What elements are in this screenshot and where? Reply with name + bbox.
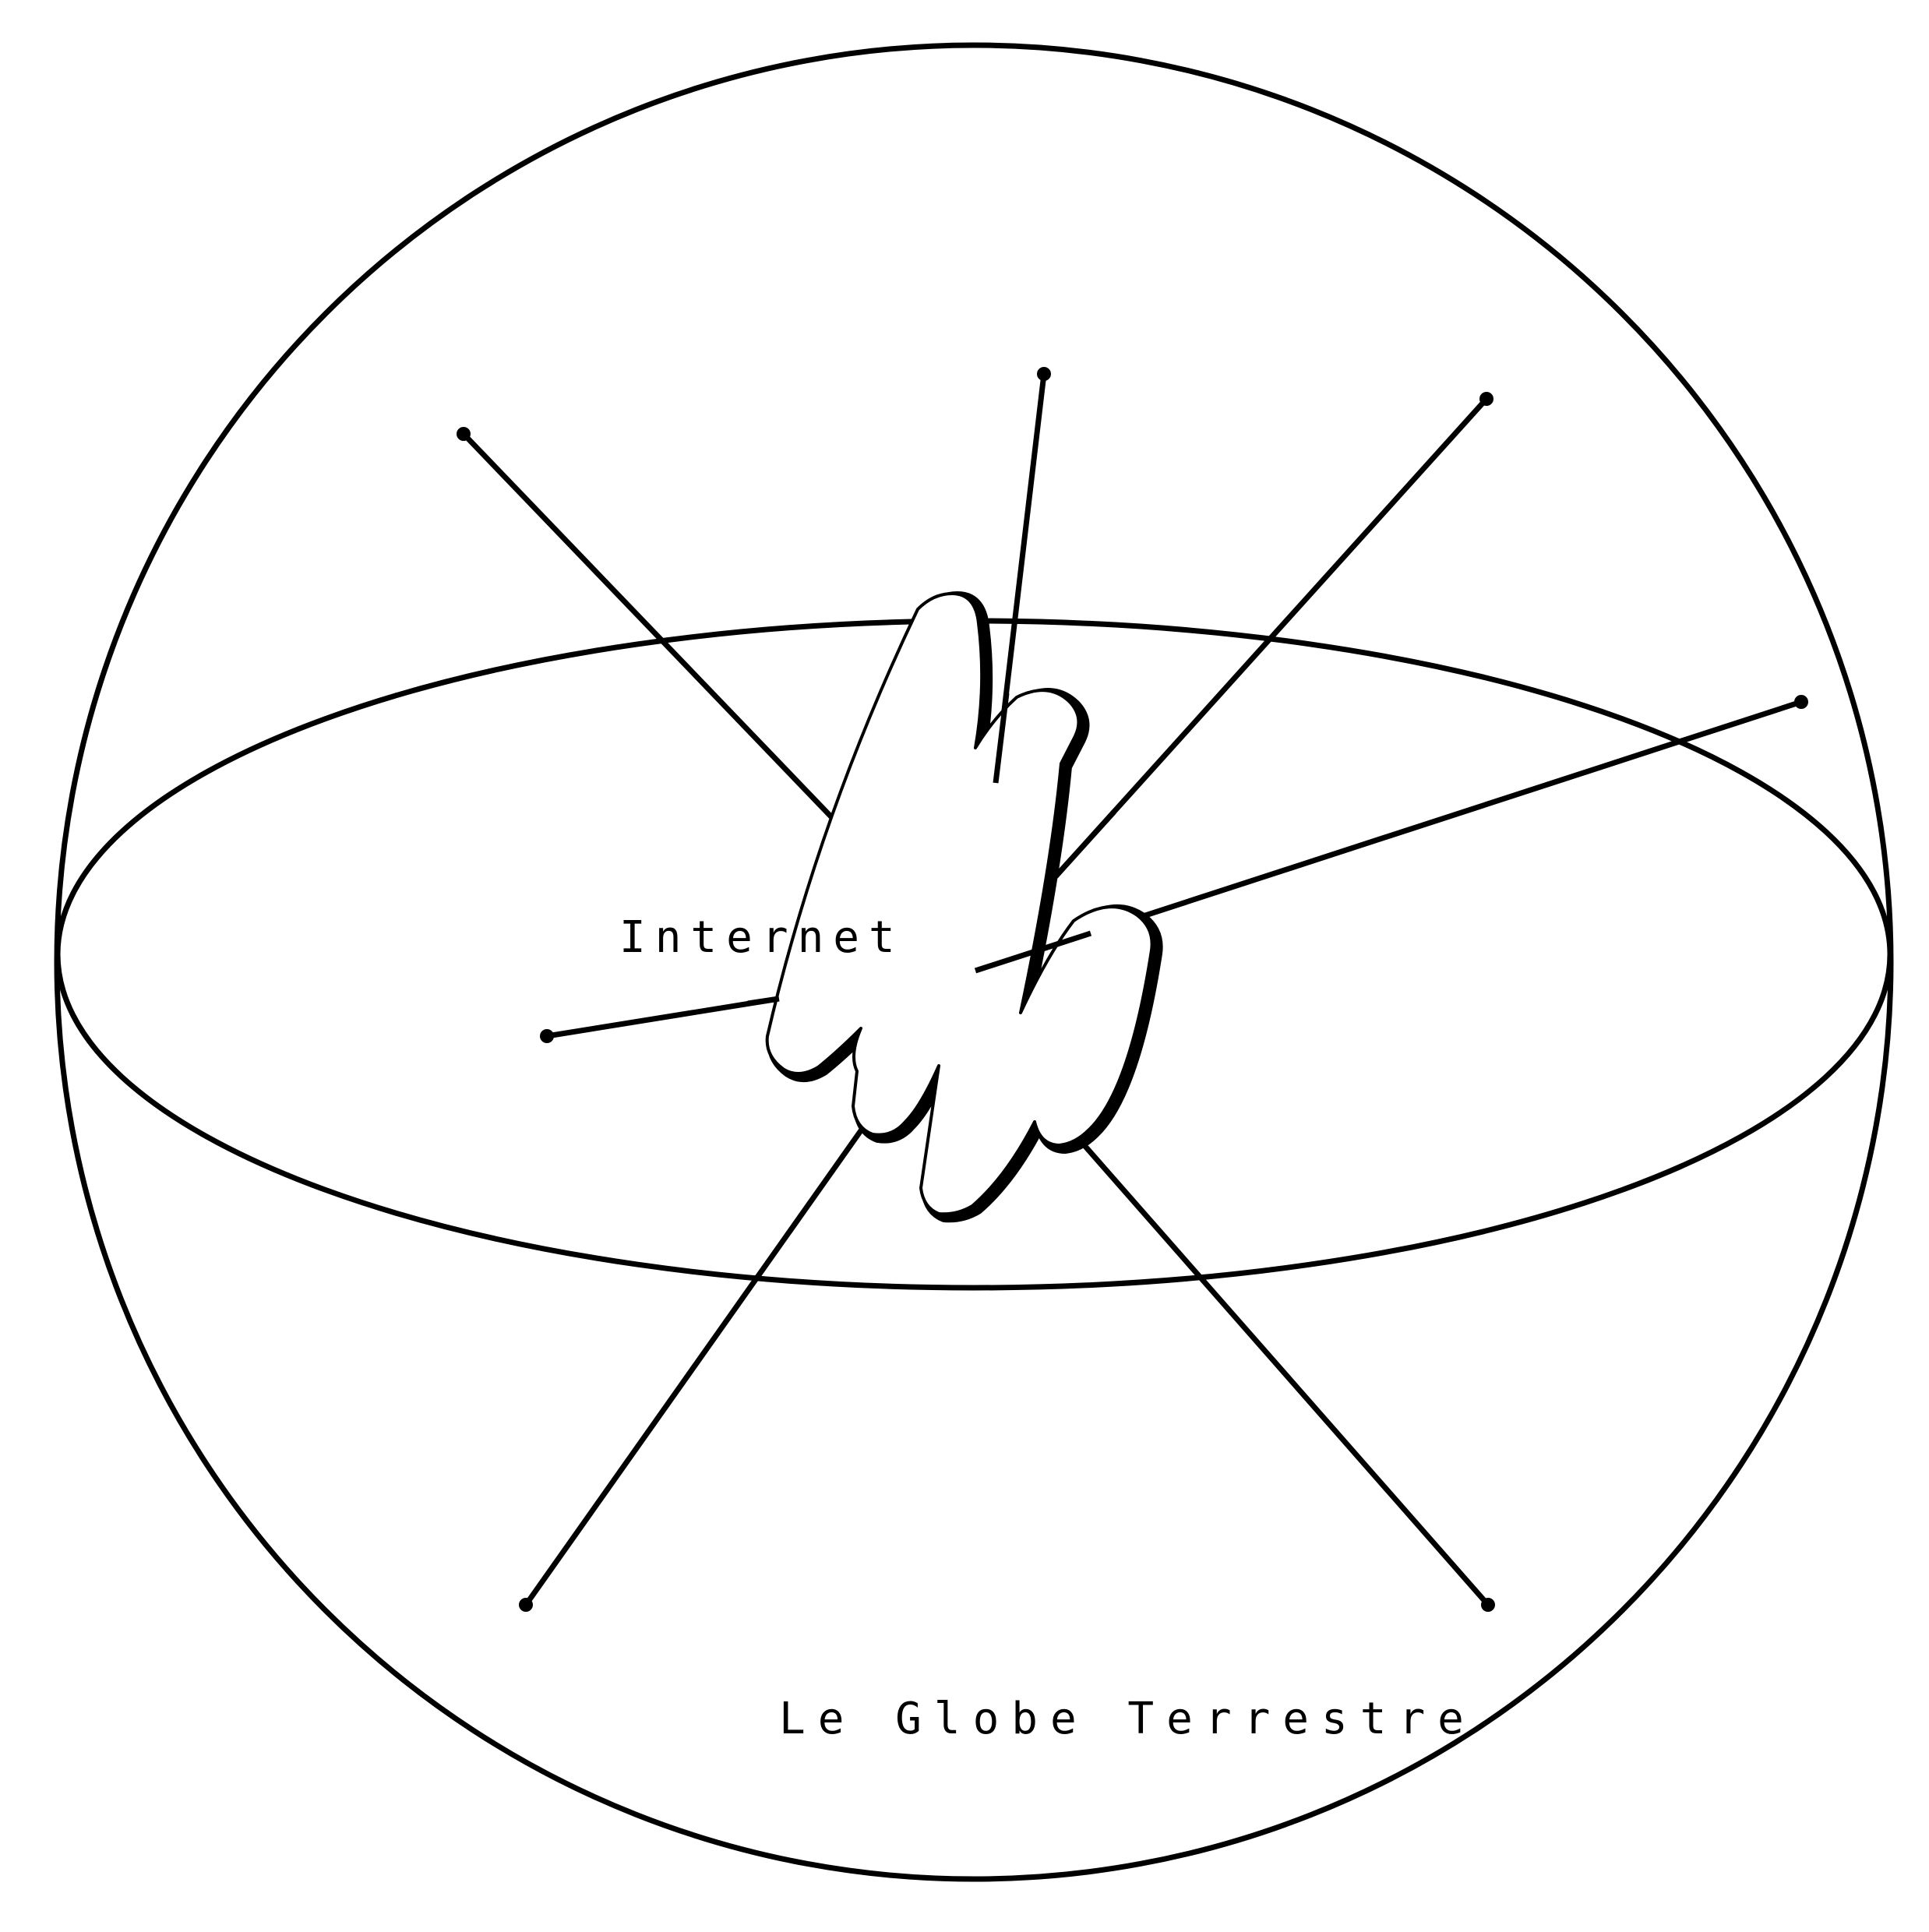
spoke-left-front — [747, 996, 780, 1007]
node-dot-top-right — [1479, 392, 1493, 406]
spoke-top-right-front — [1053, 809, 1116, 879]
node-dot-left — [540, 1029, 554, 1043]
spoke-top-right — [1053, 397, 1489, 879]
spoke-top-left — [461, 432, 898, 887]
spoke-right-front — [974, 930, 1092, 974]
node-dot-top-left — [457, 427, 471, 441]
hand-cloud-icon — [765, 591, 1163, 1223]
node-dot-right — [1794, 695, 1808, 709]
internet-label: Internet — [619, 912, 905, 963]
spoke-left — [546, 996, 780, 1039]
spoke-bottom-right — [1007, 1057, 1490, 1607]
node-dot-bottom-left — [519, 1598, 533, 1612]
node-dot-bottom-right — [1481, 1598, 1495, 1612]
globe-label: Le Globe Terrestre — [779, 1694, 1476, 1744]
node-dot-top-center — [1037, 367, 1051, 381]
spoke-top-center-front — [993, 693, 1010, 784]
spoke-bottom-left — [524, 1040, 926, 1607]
